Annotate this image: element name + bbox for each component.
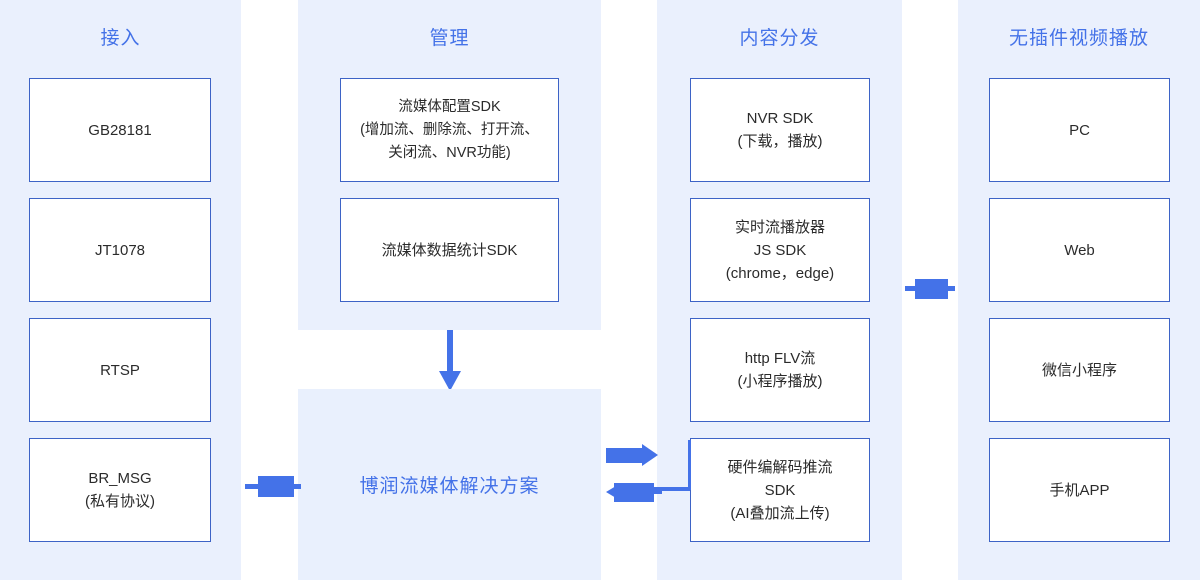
node-streaming-config-sdk[interactable]: 流媒体配置SDK (增加流、删除流、打开流、 关闭流、NVR功能) xyxy=(340,78,559,182)
column-title-management: 管理 xyxy=(429,28,470,49)
node-realtime-js-sdk[interactable]: 实时流播放器 JS SDK (chrome，edge) xyxy=(690,198,870,302)
arrow-access-to-center xyxy=(245,476,301,497)
arrow-center-to-distribution xyxy=(606,444,658,466)
arrow-distribution-to-center xyxy=(606,483,662,502)
node-jt1078[interactable]: JT1078 xyxy=(29,198,211,302)
node-br-msg[interactable]: BR_MSG (私有协议) xyxy=(29,438,211,542)
node-streaming-stats-sdk[interactable]: 流媒体数据统计SDK xyxy=(340,198,559,302)
node-web[interactable]: Web xyxy=(989,198,1170,302)
node-http-flv[interactable]: http FLV流 (小程序播放) xyxy=(690,318,870,422)
arrow-down-management-to-center xyxy=(439,330,461,391)
connector-line-distribution-vertical xyxy=(688,440,691,490)
node-gb28181[interactable]: GB28181 xyxy=(29,78,211,182)
node-hardware-codec-push-sdk[interactable]: 硬件编解码推流 SDK (AI叠加流上传) xyxy=(690,438,870,542)
node-nvr-sdk[interactable]: NVR SDK (下载，播放) xyxy=(690,78,870,182)
column-title-access: 接入 xyxy=(100,28,141,49)
arrow-distribution-to-playback xyxy=(905,279,955,299)
node-wechat-miniprogram[interactable]: 微信小程序 xyxy=(989,318,1170,422)
center-solution-box[interactable]: 博润流媒体解决方案 xyxy=(298,389,601,580)
connector-line-hardware-sdk xyxy=(650,487,690,491)
column-title-plugin-free-playback: 无插件视频播放 xyxy=(1008,28,1149,49)
node-pc[interactable]: PC xyxy=(989,78,1170,182)
node-mobile-app[interactable]: 手机APP xyxy=(989,438,1170,542)
node-rtsp[interactable]: RTSP xyxy=(29,318,211,422)
column-title-content-distribution: 内容分发 xyxy=(739,28,820,49)
